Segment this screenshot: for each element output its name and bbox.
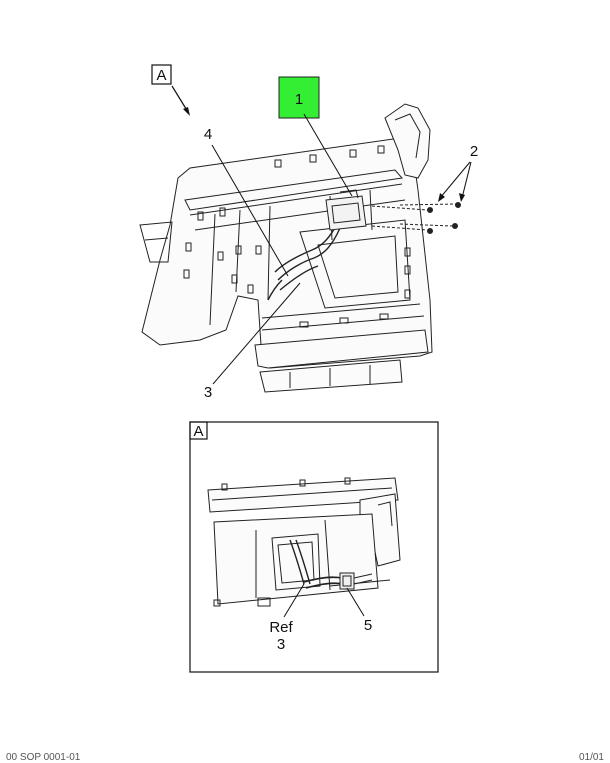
- ref-word-label: Ref: [269, 619, 293, 636]
- callout-2-label: 2: [470, 143, 478, 160]
- screw-icon: [452, 223, 458, 229]
- callout-3-label: 3: [204, 384, 212, 401]
- leader-2a: [439, 161, 471, 199]
- detail-frame: [189, 421, 439, 673]
- detail-part-art: [207, 477, 401, 607]
- leader-2b-arrow: [459, 193, 465, 202]
- callout-1-label: 1: [295, 91, 303, 108]
- view-label-box: [151, 64, 172, 85]
- footer-right: 01/01: [578, 752, 604, 763]
- view-arrow: [171, 85, 189, 113]
- screw-icon: [427, 228, 433, 234]
- callout-1-highlight: [278, 76, 320, 119]
- leader-4: [211, 144, 289, 277]
- view-label-a: A: [156, 67, 166, 84]
- leader-ref3: [283, 583, 305, 618]
- callout-5-label: 5: [364, 617, 372, 634]
- leader-2a-arrow: [438, 193, 445, 202]
- fasteners: [371, 202, 461, 234]
- detail-label-box: [189, 421, 208, 440]
- leader-3: [212, 282, 301, 385]
- screw-icon: [427, 207, 433, 213]
- instrument-panel-frame: [139, 103, 433, 393]
- leader-5: [346, 587, 365, 617]
- leader-2b: [461, 161, 472, 199]
- footer-left: 00 SOP 0001-01: [6, 752, 81, 763]
- leader-1: [303, 113, 353, 197]
- view-arrow-head: [183, 107, 190, 116]
- callout-4-label: 4: [204, 126, 212, 143]
- screw-icon: [455, 202, 461, 208]
- detail-label-a: A: [193, 423, 203, 440]
- ref-num-label: 3: [277, 636, 285, 653]
- detail-view: A: [189, 421, 439, 673]
- main-view: A: [139, 64, 478, 401]
